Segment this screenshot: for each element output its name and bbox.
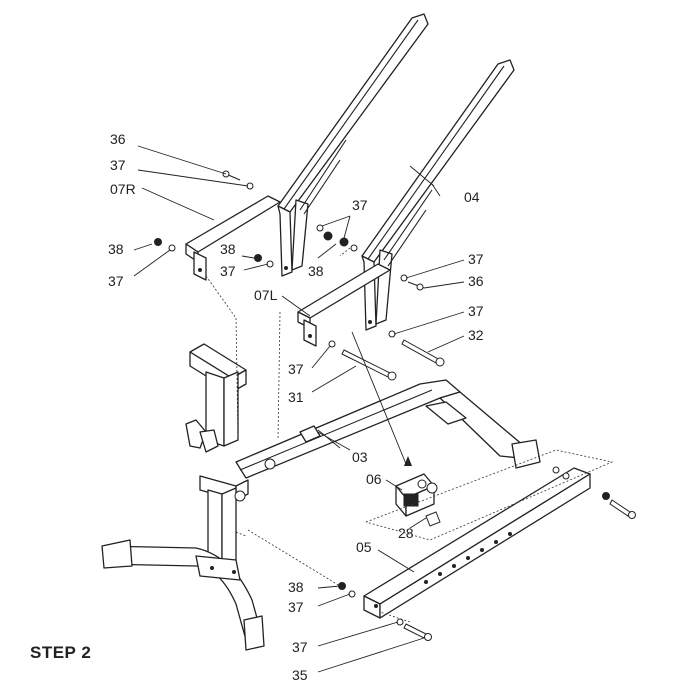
part-labels: 36 37 07R 04 37 38 37 38 37 38 37 36 07L… <box>108 131 484 683</box>
label-31: 31 <box>288 389 304 405</box>
label-38-left: 38 <box>108 241 124 257</box>
label-36-top: 36 <box>110 131 126 147</box>
label-37-mid: 37 <box>220 263 236 279</box>
bracket-06 <box>395 473 441 527</box>
label-38-frame: 38 <box>308 263 324 279</box>
bracket-07R <box>185 195 281 281</box>
step-title: STEP 2 <box>30 643 91 662</box>
upper-frame-left <box>277 13 429 277</box>
label-37-bottom-lower: 37 <box>292 639 308 655</box>
label-07R: 07R <box>110 181 136 197</box>
arrows <box>317 215 412 466</box>
label-04: 04 <box>464 189 480 205</box>
label-37-frame: 37 <box>352 197 368 213</box>
label-36-right: 36 <box>468 273 484 289</box>
label-28: 28 <box>398 525 414 541</box>
label-38-bottom: 38 <box>288 579 304 595</box>
label-07L: 07L <box>254 287 278 303</box>
label-37-top: 37 <box>110 157 126 173</box>
label-38-mid: 38 <box>220 241 236 257</box>
label-32: 32 <box>468 327 484 343</box>
bracket-07L <box>297 263 391 347</box>
alignment-lines <box>205 247 614 623</box>
label-37-right-upper: 37 <box>468 251 484 267</box>
label-37-left: 37 <box>108 273 124 289</box>
label-06: 06 <box>366 471 382 487</box>
upper-frame-right <box>361 59 515 331</box>
main-frame-03 <box>235 379 541 479</box>
label-05: 05 <box>356 539 372 555</box>
label-03: 03 <box>352 449 368 465</box>
label-37-right-lower: 37 <box>468 303 484 319</box>
rear-stabilizer-05 <box>363 467 591 619</box>
front-base <box>101 539 265 651</box>
seat-post <box>185 343 276 567</box>
hardware <box>154 170 636 641</box>
leader-lines <box>133 145 465 673</box>
label-37-center: 37 <box>288 361 304 377</box>
label-37-bottom-upper: 37 <box>288 599 304 615</box>
label-35: 35 <box>292 667 308 683</box>
